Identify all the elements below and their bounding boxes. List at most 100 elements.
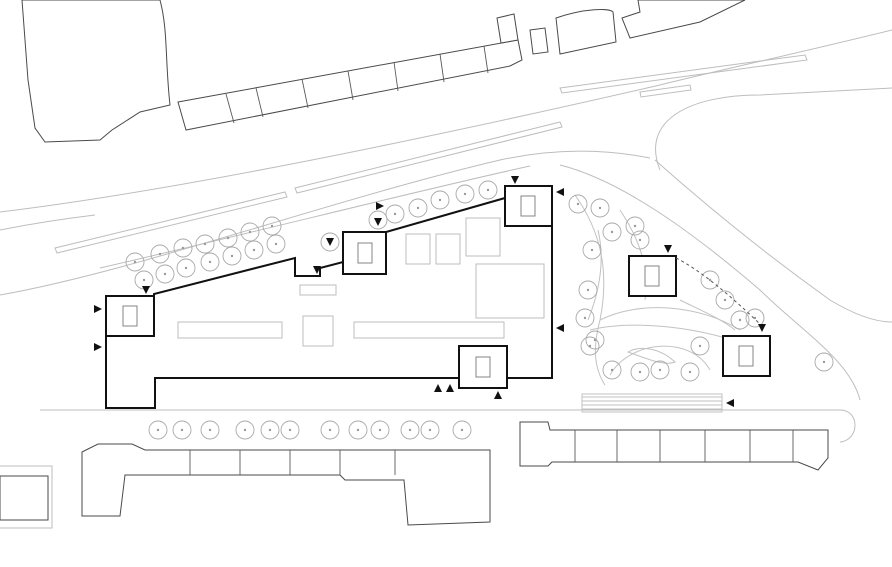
main-road-lower-curb xyxy=(0,150,651,296)
tree-trunk xyxy=(181,246,185,250)
interior-block xyxy=(302,315,334,347)
tower-south[interactable] xyxy=(458,345,508,389)
tree xyxy=(150,244,170,264)
tower-park-north[interactable] xyxy=(628,255,677,297)
tree-trunk xyxy=(328,428,332,432)
tree-trunk xyxy=(142,278,146,282)
tree xyxy=(590,198,610,218)
existing-buildings-north xyxy=(21,0,746,143)
tree xyxy=(218,228,238,248)
tree xyxy=(266,234,286,254)
tree-trunk xyxy=(378,428,382,432)
block-south-east xyxy=(519,421,829,471)
park-path xyxy=(599,307,741,331)
tree xyxy=(680,362,700,382)
tree xyxy=(176,258,196,278)
tree xyxy=(700,270,720,290)
tree-trunk xyxy=(226,236,230,240)
party-wall xyxy=(301,78,309,109)
tree xyxy=(602,360,622,380)
tree xyxy=(125,252,145,272)
tree-trunk xyxy=(590,248,594,252)
tower-core xyxy=(122,305,138,327)
tree xyxy=(602,222,622,242)
entrance-arrow-icon xyxy=(142,286,150,294)
tree xyxy=(580,336,600,356)
tree xyxy=(630,362,650,382)
tree-trunk xyxy=(822,360,826,364)
tree-trunk xyxy=(688,370,692,374)
tower-northeast[interactable] xyxy=(504,185,553,227)
tree-trunk xyxy=(586,288,590,292)
proposed-development xyxy=(105,185,771,409)
tree-trunk xyxy=(252,248,256,252)
median-strip-right xyxy=(294,121,563,194)
tree-trunk xyxy=(633,224,637,228)
tree-trunk xyxy=(288,428,292,432)
entrance-arrow-icon xyxy=(446,384,454,392)
entrance-arrow-icon xyxy=(494,391,502,399)
park-paths xyxy=(574,194,761,413)
tree xyxy=(650,360,670,380)
tower-core xyxy=(475,356,491,378)
median-strip-small xyxy=(639,84,692,98)
building-northeast-b xyxy=(621,0,746,39)
plaza-paving xyxy=(582,396,722,410)
tree xyxy=(244,240,264,260)
park-path xyxy=(609,345,711,376)
road-edge-left xyxy=(0,214,96,231)
side-road-curve xyxy=(654,159,892,323)
park-path xyxy=(626,347,676,364)
tree-trunk xyxy=(156,428,160,432)
tree-trunk xyxy=(698,344,702,348)
tree xyxy=(585,330,605,350)
entrance-arrow-icon xyxy=(556,324,564,332)
tree xyxy=(370,420,390,440)
tree-trunk xyxy=(428,428,432,432)
tree xyxy=(320,232,340,252)
entrance-arrow-icon xyxy=(556,188,564,196)
tree xyxy=(348,420,368,440)
tree xyxy=(630,230,650,250)
tree-trunk xyxy=(230,254,234,258)
tree-trunk xyxy=(248,230,252,234)
tower-core xyxy=(357,242,373,264)
entrance-arrow-icon xyxy=(758,324,766,332)
party-wall xyxy=(393,61,399,92)
plaza-strip xyxy=(581,393,723,413)
entrance-arrow-icon xyxy=(511,176,519,184)
tower-north-middle[interactable] xyxy=(342,231,387,275)
tree xyxy=(280,420,300,440)
tree-trunk xyxy=(583,316,587,320)
interior-block xyxy=(435,233,461,265)
tower-park-east[interactable] xyxy=(722,335,771,377)
entrance-arrow-icon xyxy=(664,245,672,253)
entrance-arrows xyxy=(94,176,766,407)
tree xyxy=(148,420,168,440)
tree xyxy=(430,190,450,210)
building-northeast-a xyxy=(555,9,617,55)
tree-trunk xyxy=(576,202,580,206)
tree-trunk xyxy=(270,224,274,228)
kiosk-north xyxy=(496,13,519,44)
side-road-lower-curb xyxy=(559,164,861,401)
tree-trunk xyxy=(243,428,247,432)
entrance-arrow-icon xyxy=(434,384,442,392)
existing-buildings-south xyxy=(0,421,829,529)
tree-trunk xyxy=(163,272,167,276)
tree-trunk xyxy=(274,242,278,246)
interior-block xyxy=(177,321,283,339)
tower-core xyxy=(520,195,536,217)
tree-trunk xyxy=(416,206,420,210)
tree xyxy=(262,216,282,236)
entrance-arrow-icon xyxy=(94,305,102,313)
tree xyxy=(408,198,428,218)
tree xyxy=(200,252,220,272)
lot-line-southwest xyxy=(0,465,53,529)
entrance-arrow-icon xyxy=(374,218,382,226)
entrance-arrow-icon xyxy=(313,266,321,274)
tower-west[interactable] xyxy=(105,295,155,337)
tree-trunk xyxy=(588,344,592,348)
tree-trunk xyxy=(408,428,412,432)
